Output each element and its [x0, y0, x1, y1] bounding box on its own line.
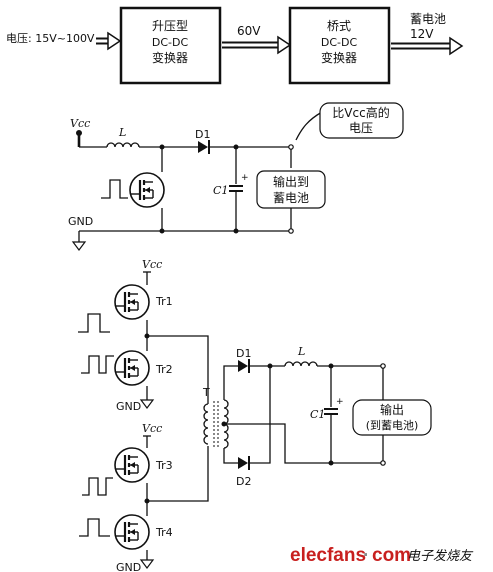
bridge-converter-line3: 变换器: [321, 50, 357, 65]
transformer-icon: [203, 399, 229, 449]
battery-output-line1: 蓄电池: [410, 12, 446, 26]
mid-voltage-label: 60V: [237, 24, 261, 38]
boost-pulse-icon: [101, 179, 128, 199]
bridge-converter-line2: DC-DC: [321, 36, 358, 49]
boost-diode-label: D1: [195, 128, 210, 141]
input-voltage-label: 电压: 15V~100V: [6, 32, 95, 45]
boost-mosfet-icon: [128, 171, 166, 209]
boost-callout-box: [319, 102, 404, 139]
bridge-output-terminal-top: [380, 363, 386, 369]
bridge-ground-top-icon: [139, 399, 155, 409]
battery-output-line2: 12V: [410, 27, 434, 41]
transformer-label: T: [202, 386, 210, 399]
boost-output-line1: 输出到: [273, 174, 309, 189]
bridge-circuit: Vcc Tr1 Tr2 GND Vcc Tr3 Tr4 GND: [78, 258, 432, 572]
boost-callout-line2: 电压: [349, 121, 373, 135]
boost-gnd-label: GND: [68, 215, 93, 228]
boost-diode: [198, 140, 210, 154]
bridge-vcc-mid-label: Vcc: [142, 422, 162, 435]
bridge-ground-bottom-icon: [139, 559, 155, 569]
boost-output-line2: 蓄电池: [273, 191, 309, 205]
tr2-pulse-icon: [81, 355, 114, 374]
tr2-label: Tr2: [155, 363, 173, 376]
bridge-inductor-label: L: [297, 345, 305, 358]
boost-inductor-label: L: [118, 126, 126, 139]
boost-circuit: Vcc L D1 C1 + 输出到 蓄电池 比Vcc高的 电压: [68, 102, 404, 251]
input-arrow: [96, 31, 122, 51]
boost-ground-icon: [71, 241, 87, 251]
bridge-gnd-bottom-label: GND: [116, 561, 141, 572]
watermark-domain: com: [372, 545, 411, 566]
watermark-slogan: 电子发烧友: [407, 549, 474, 564]
tr4-label: Tr4: [155, 526, 173, 539]
boost-capacitor-label: C1: [213, 184, 228, 197]
bridge-output-line1: 输出: [380, 402, 404, 417]
watermark-dot: ·: [363, 545, 369, 566]
bridge-capacitor-plus: +: [336, 397, 344, 407]
bridge-vcc-top-label: Vcc: [142, 258, 162, 271]
boost-vcc-label: Vcc: [70, 117, 90, 130]
tr2-mosfet-icon: [113, 349, 151, 387]
boost-inductor-coil: [106, 142, 140, 148]
boost-output-terminal-top: [288, 144, 294, 150]
bridge-d1-label: D1: [236, 347, 251, 360]
boost-output-box: [256, 170, 326, 209]
tr3-pulse-icon: [82, 477, 113, 496]
elecfans-watermark: elecfans · com 电子发烧友: [290, 545, 474, 566]
watermark-brand: elecfans: [290, 545, 366, 566]
bridge-diode-d2: [238, 456, 250, 470]
boost-converter-line2: DC-DC: [152, 36, 189, 49]
tr1-mosfet-icon: [113, 283, 151, 321]
boost-callout-line1: 比Vcc高的: [332, 105, 389, 120]
bridge-inductor-coil: [284, 361, 318, 367]
bridge-output-terminal-bottom: [380, 460, 386, 466]
bridge-converter-box: [288, 6, 391, 85]
tr1-pulse-icon: [78, 313, 110, 333]
tr1-label: Tr1: [155, 295, 173, 308]
boost-converter-line1: 升压型: [152, 19, 188, 33]
bridge-output-box: [352, 399, 432, 436]
tr4-pulse-icon: [79, 518, 110, 537]
tr3-label: Tr3: [155, 459, 173, 472]
bridge-gnd-top-label: GND: [116, 400, 141, 413]
output-arrow: [391, 36, 464, 56]
bridge-output-line2: (到蓄电池): [366, 419, 419, 432]
boost-capacitor-plus: +: [241, 173, 249, 183]
block-diagram: 电压: 15V~100V 升压型 DC-DC 变换器 60V 桥式 DC-DC …: [6, 6, 464, 85]
bridge-converter-line1: 桥式: [327, 19, 351, 33]
mid-arrow: [222, 35, 292, 55]
boost-converter-box: [119, 6, 222, 85]
boost-converter-line3: 变换器: [152, 50, 188, 65]
bridge-diode-d1: [238, 359, 250, 373]
bridge-d2-label: D2: [236, 475, 251, 488]
tr4-mosfet-icon: [113, 513, 151, 551]
tr3-mosfet-icon: [113, 446, 151, 484]
boost-output-terminal-bottom: [288, 228, 294, 234]
bridge-capacitor-label: C1: [310, 408, 325, 421]
